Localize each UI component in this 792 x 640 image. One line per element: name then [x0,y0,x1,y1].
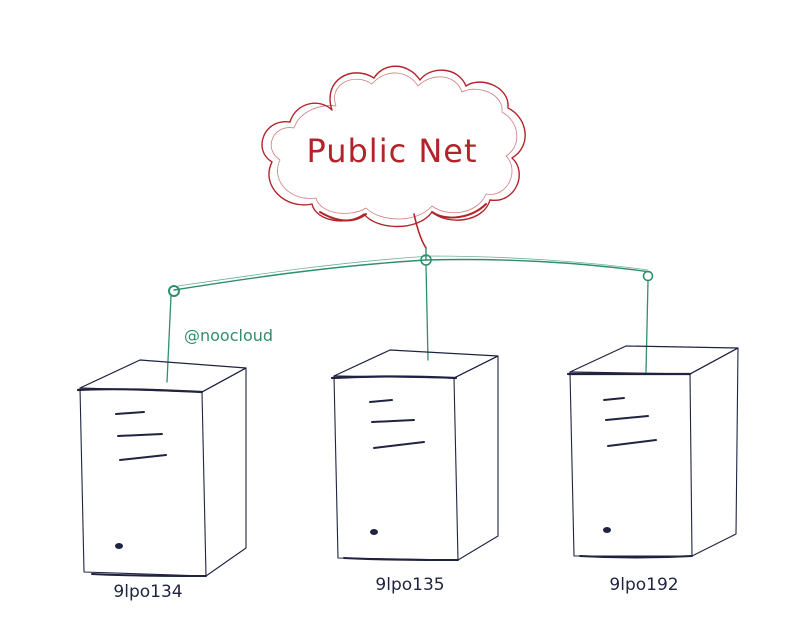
cloud-outline [261,65,526,228]
server-9lpo134: 9lpo134 [76,359,247,602]
drop-line-srv2 [425,264,429,361]
network-bus [173,258,651,291]
vent-line-1 [603,397,625,401]
server-9lpo135: 9lpo135 [330,349,499,595]
cloud-outline-inner [270,72,518,220]
server-side [689,347,739,557]
server-9lpo192: 9lpo192 [566,345,739,595]
vent-line-2 [117,433,163,437]
server-label-9lpo192: 9lpo192 [609,575,678,595]
server-top [333,349,499,379]
vent-line-1 [369,399,393,403]
server-front [569,371,693,557]
server-label-9lpo134: 9lpo134 [113,582,182,602]
power-button [603,527,611,533]
noocloud-annotation: @noocloud [184,326,273,345]
cloud-label: Public Net [306,132,477,170]
cloud-bottom-strokes [319,203,487,222]
vent-line-2 [605,415,649,421]
power-button [370,529,378,535]
vent-line-3 [607,439,657,447]
server-front [333,375,459,561]
connector-node-1 [168,285,180,297]
network-lines [166,213,654,383]
vent-line-1 [115,411,145,415]
server-front-top-edge [330,375,458,380]
server-bottom-edge [343,557,459,561]
server-label-9lpo135: 9lpo135 [375,575,444,595]
public-net-cloud: Public Net [261,65,526,228]
server-side [201,367,247,577]
server-bottom-edge [91,573,207,577]
drop-line-srv3 [645,280,649,373]
vent-line-2 [371,419,415,423]
cloud-drop-line [413,213,427,249]
server-top [79,359,247,393]
server-front [79,387,207,577]
vent-line-3 [119,454,167,461]
server-front-top-edge [76,388,204,394]
server-side [453,355,499,561]
server-top [569,345,739,375]
server-bottom-edge [579,555,693,559]
drop-line-srv1 [166,295,172,383]
vent-line-3 [373,441,425,449]
connector-node-3 [642,270,654,282]
power-button [115,543,123,549]
